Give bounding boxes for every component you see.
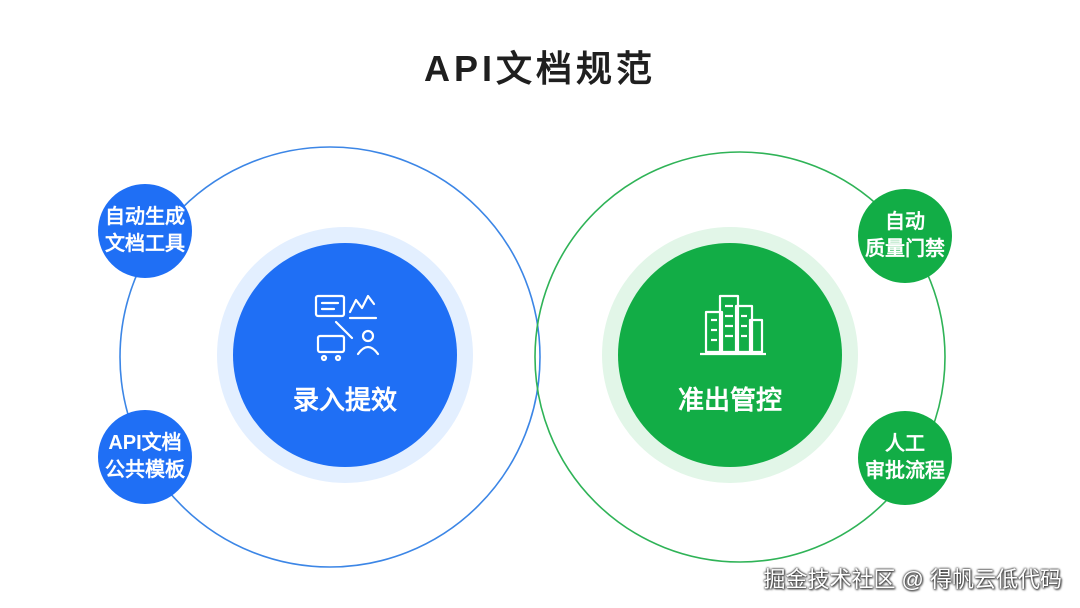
- right-bottom-line-2: 审批流程: [865, 460, 945, 482]
- left-top-satellite: [98, 184, 192, 278]
- left-bottom-line-1: API文档: [108, 432, 182, 454]
- right-bottom-satellite-label: 人工 审批流程: [855, 431, 955, 485]
- document-workflow-icon: [314, 294, 380, 362]
- left-bottom-satellite-label: API文档 公共模板: [95, 430, 195, 484]
- right-outline-ring: [534, 151, 946, 563]
- left-bottom-line-2: 公共模板: [105, 459, 185, 481]
- left-top-line-2: 文档工具: [105, 233, 185, 255]
- left-top-satellite-label: 自动生成 文档工具: [95, 204, 195, 258]
- left-center-label: 录入提效: [292, 385, 397, 415]
- right-top-line-2: 质量门禁: [865, 238, 945, 260]
- left-bottom-satellite: [98, 410, 192, 504]
- right-bottom-satellite: [858, 411, 952, 505]
- right-bottom-line-1: 人工: [885, 433, 925, 455]
- buildings-icon: [700, 294, 766, 356]
- page-title: API文档规范: [423, 48, 656, 89]
- left-top-line-1: 自动生成: [105, 206, 185, 228]
- left-center-circle: [233, 243, 457, 467]
- right-center-label: 准出管控: [677, 385, 782, 415]
- right-top-satellite: [858, 189, 952, 283]
- right-top-line-1: 自动: [885, 211, 925, 233]
- watermark: 掘金技术社区 @ 得帆云低代码: [763, 567, 1062, 592]
- right-top-satellite-label: 自动 质量门禁: [855, 209, 955, 263]
- left-outline-ring: [119, 146, 541, 568]
